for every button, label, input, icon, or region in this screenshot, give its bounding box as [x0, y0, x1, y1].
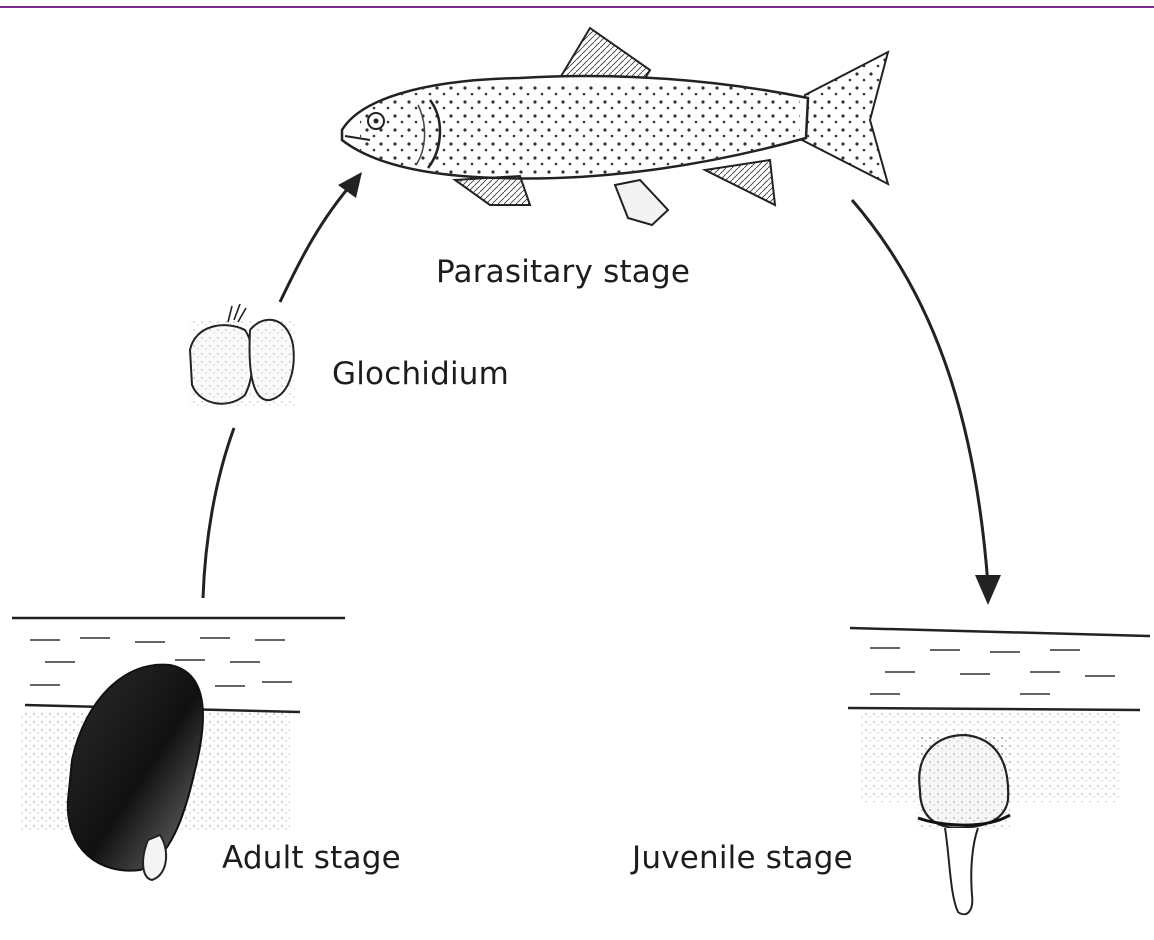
juvenile-habitat — [848, 628, 1150, 914]
arrow-to-fish — [280, 172, 362, 302]
tail-fin — [802, 52, 888, 184]
adult-mussel — [68, 665, 203, 871]
label-glochidium: Glochidium — [332, 356, 509, 392]
pectoral-fin — [455, 176, 530, 205]
arrow-to-juvenile — [852, 200, 1001, 605]
pelvic-fin — [615, 180, 668, 225]
juvenile-foot — [945, 828, 978, 914]
label-parasitary-stage: Parasitary stage — [436, 254, 690, 290]
glochidium-larva — [190, 304, 296, 406]
label-juvenile-stage: Juvenile stage — [632, 840, 853, 876]
trout-fish — [342, 28, 888, 225]
arrow-from-adult — [203, 428, 234, 598]
label-adult-stage: Adult stage — [222, 840, 401, 876]
anal-fin — [705, 160, 775, 205]
